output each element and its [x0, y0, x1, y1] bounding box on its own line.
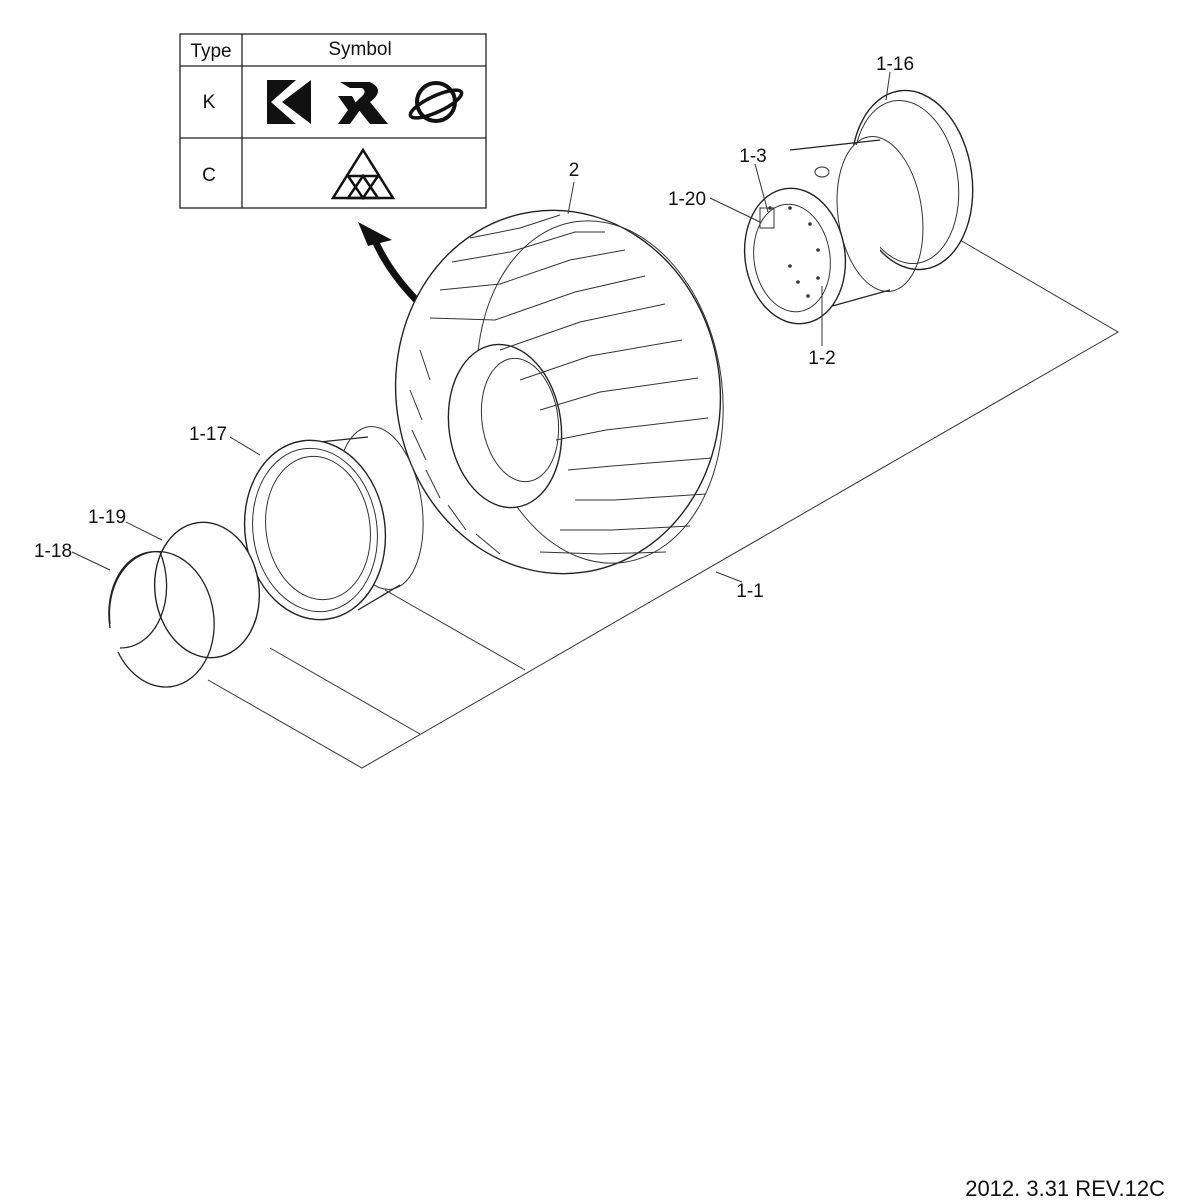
- label-1-20: 1-20: [668, 189, 706, 210]
- rim-part-1-2: [743, 136, 924, 325]
- leader-lines: [71, 71, 891, 583]
- label-1-1: 1-1: [736, 581, 763, 602]
- lock-ring-part-1-18: [108, 550, 215, 688]
- table-border: [179, 33, 487, 209]
- part-labels: 2 1-16 1-3 1-20 1-2 1-17 1-19 1-18 1-1: [34, 54, 914, 602]
- orbit-logo-icon: [408, 81, 464, 123]
- label-1-3: 1-3: [739, 146, 766, 167]
- tire: [394, 209, 724, 575]
- label-1-18: 1-18: [34, 541, 72, 562]
- label-1-2: 1-2: [808, 348, 835, 369]
- k-logo-icon: [267, 80, 311, 124]
- flange-part-1-17: [243, 426, 424, 621]
- revision-stamp: 2012. 3.31 REV.12C: [965, 1176, 1165, 1200]
- rim-bolt-holes: [768, 206, 820, 298]
- table-row-type-k: K: [203, 92, 216, 113]
- label-1-19: 1-19: [88, 507, 126, 528]
- assembly-frame: [207, 239, 1119, 769]
- triangle-logo-icon: [330, 147, 396, 201]
- tire-tread: [409, 214, 713, 555]
- table-header-type: Type: [190, 41, 231, 62]
- label-tire: 2: [569, 160, 580, 181]
- symbol-table: Type Symbol K C: [179, 33, 487, 209]
- r-logo-icon: [338, 82, 388, 124]
- label-1-16: 1-16: [876, 54, 914, 75]
- table-row-type-c: C: [202, 165, 216, 186]
- label-1-17: 1-17: [189, 424, 227, 445]
- table-header-symbol: Symbol: [328, 39, 391, 60]
